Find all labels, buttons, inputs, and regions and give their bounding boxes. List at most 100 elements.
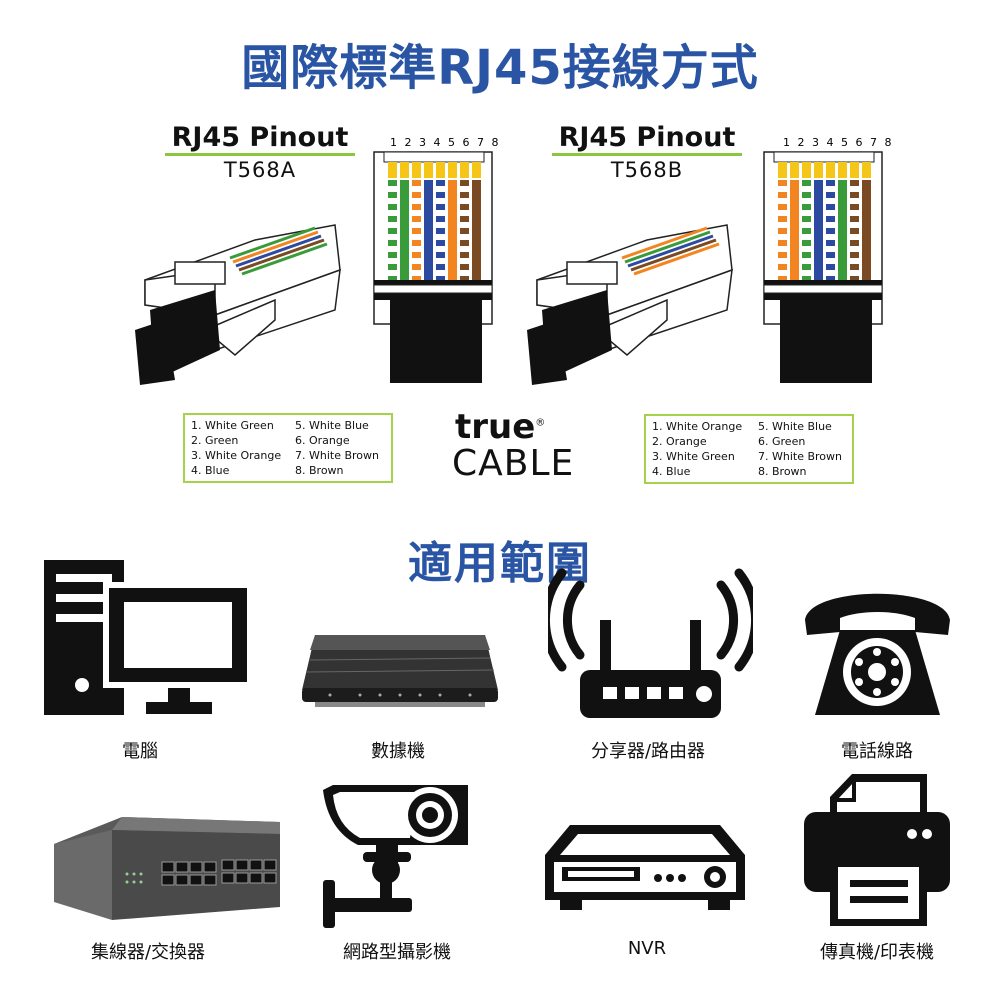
pin-contact-2 <box>790 162 799 178</box>
legend-b-item-4: 4. Blue <box>652 465 691 478</box>
brand-logo-cable: CABLE <box>452 443 575 484</box>
wire-stripe <box>802 210 811 216</box>
legend-a-item-3: 3. White Orange <box>191 449 282 462</box>
wire-stripe <box>460 210 469 216</box>
pin-contact-2 <box>400 162 409 178</box>
caption-nvr: NVR <box>627 938 667 959</box>
wire-stripe <box>850 210 859 216</box>
wire-stripe <box>412 246 421 252</box>
caption-printer: 傳真機/印表機 <box>819 942 935 963</box>
wire-stripe <box>460 222 469 228</box>
wire-stripe <box>388 210 397 216</box>
wire-stripe <box>802 270 811 276</box>
wire-3 <box>412 180 421 280</box>
rj45-connector-side-b-icon <box>527 224 733 385</box>
wire-stripe <box>436 234 445 240</box>
pin-contact-1 <box>778 162 787 178</box>
wire-stripe <box>436 258 445 264</box>
caption-computer: 電腦 <box>122 741 158 762</box>
pin-numbers-b: 1 2 3 4 5 6 7 8 <box>783 136 894 149</box>
pin-contact-5 <box>436 162 445 178</box>
pinout-b-heading: RJ45 Pinout <box>558 122 736 153</box>
wire-stripe <box>412 186 421 192</box>
rj45-connector-side-a-icon <box>135 224 341 385</box>
wire-stripe <box>778 222 787 228</box>
pin-contact-5 <box>826 162 835 178</box>
wire-stripe <box>778 210 787 216</box>
pin-contact-3 <box>412 162 421 178</box>
wire-stripe <box>778 198 787 204</box>
legend-a-item-2: 2. Green <box>191 434 239 447</box>
legend-b-item-8: 8. Brown <box>758 465 807 478</box>
pin-contact-6 <box>448 162 457 178</box>
wire-stripe <box>412 222 421 228</box>
wire-7 <box>460 180 469 280</box>
wire-stripe <box>436 186 445 192</box>
wire-stripe <box>412 234 421 240</box>
wire-stripe <box>826 222 835 228</box>
wire-3 <box>802 180 811 280</box>
wire-stripe <box>460 270 469 276</box>
wire-stripe <box>388 270 397 276</box>
wire-stripe <box>460 186 469 192</box>
wire-stripe <box>802 222 811 228</box>
rj45-connector-front-b-icon <box>763 151 883 383</box>
wire-stripe <box>778 234 787 240</box>
legend-b-item-6: 6. Green <box>758 435 806 448</box>
wire-stripe <box>460 198 469 204</box>
pinout-b-underline <box>552 153 742 156</box>
computer-icon <box>44 560 252 715</box>
wire-stripe <box>436 270 445 276</box>
pinout-a-underline <box>165 153 355 156</box>
wire-stripe <box>460 234 469 240</box>
brand-logo-true: true® <box>455 407 546 447</box>
wire-stripe <box>436 198 445 204</box>
wire-1 <box>778 180 787 280</box>
wire-stripe <box>436 210 445 216</box>
caption-telephone: 電話線路 <box>841 741 913 762</box>
pin-numbers-a: 1 2 3 4 5 6 7 8 <box>390 136 501 149</box>
ip-camera-icon <box>323 785 468 928</box>
page-title: 國際標準RJ45接線方式 <box>241 40 759 96</box>
legend-a-item-7: 7. White Brown <box>295 449 379 462</box>
pin-contact-6 <box>838 162 847 178</box>
printer-icon <box>804 774 950 926</box>
wire-stripe <box>802 198 811 204</box>
wire-stripe <box>850 234 859 240</box>
wire-stripe <box>388 258 397 264</box>
wire-stripe <box>850 270 859 276</box>
wire-1 <box>388 180 397 280</box>
caption-modem: 數據機 <box>371 741 425 762</box>
wire-stripe <box>436 222 445 228</box>
wire-5 <box>436 180 445 280</box>
wire-5 <box>826 180 835 280</box>
legend-b-item-3: 3. White Green <box>652 450 735 463</box>
legend-b-item-7: 7. White Brown <box>758 450 842 463</box>
wire-stripe <box>826 186 835 192</box>
wire-4 <box>424 180 433 280</box>
legend-b-left: 1. White Orange 2. Orange 3. White Green… <box>652 419 742 479</box>
wire-stripe <box>460 246 469 252</box>
wire-stripe <box>826 210 835 216</box>
wire-stripe <box>436 246 445 252</box>
wire-stripe <box>412 258 421 264</box>
wire-stripe <box>826 234 835 240</box>
legend-b-item-5: 5. White Blue <box>758 420 832 433</box>
legend-a-item-5: 5. White Blue <box>295 419 369 432</box>
wire-stripe <box>412 210 421 216</box>
legend-a-left: 1. White Green 2. Green 3. White Orange … <box>191 418 281 478</box>
wire-stripe <box>826 270 835 276</box>
wire-stripe <box>850 198 859 204</box>
pin-contact-8 <box>472 162 481 178</box>
caption-ip-camera: 網路型攝影機 <box>343 942 451 963</box>
wire-stripe <box>802 246 811 252</box>
caption-switch: 集線器/交換器 <box>90 942 206 963</box>
rj45-connector-front-a-icon <box>373 151 493 383</box>
wire-stripe <box>778 258 787 264</box>
pinout-a-standard: T568A <box>223 158 297 182</box>
legend-a-right: 5. White Blue 6. Orange 7. White Brown 8… <box>295 418 379 478</box>
wire-stripe <box>460 258 469 264</box>
wire-7 <box>850 180 859 280</box>
wire-8 <box>472 180 481 280</box>
wire-stripe <box>778 186 787 192</box>
